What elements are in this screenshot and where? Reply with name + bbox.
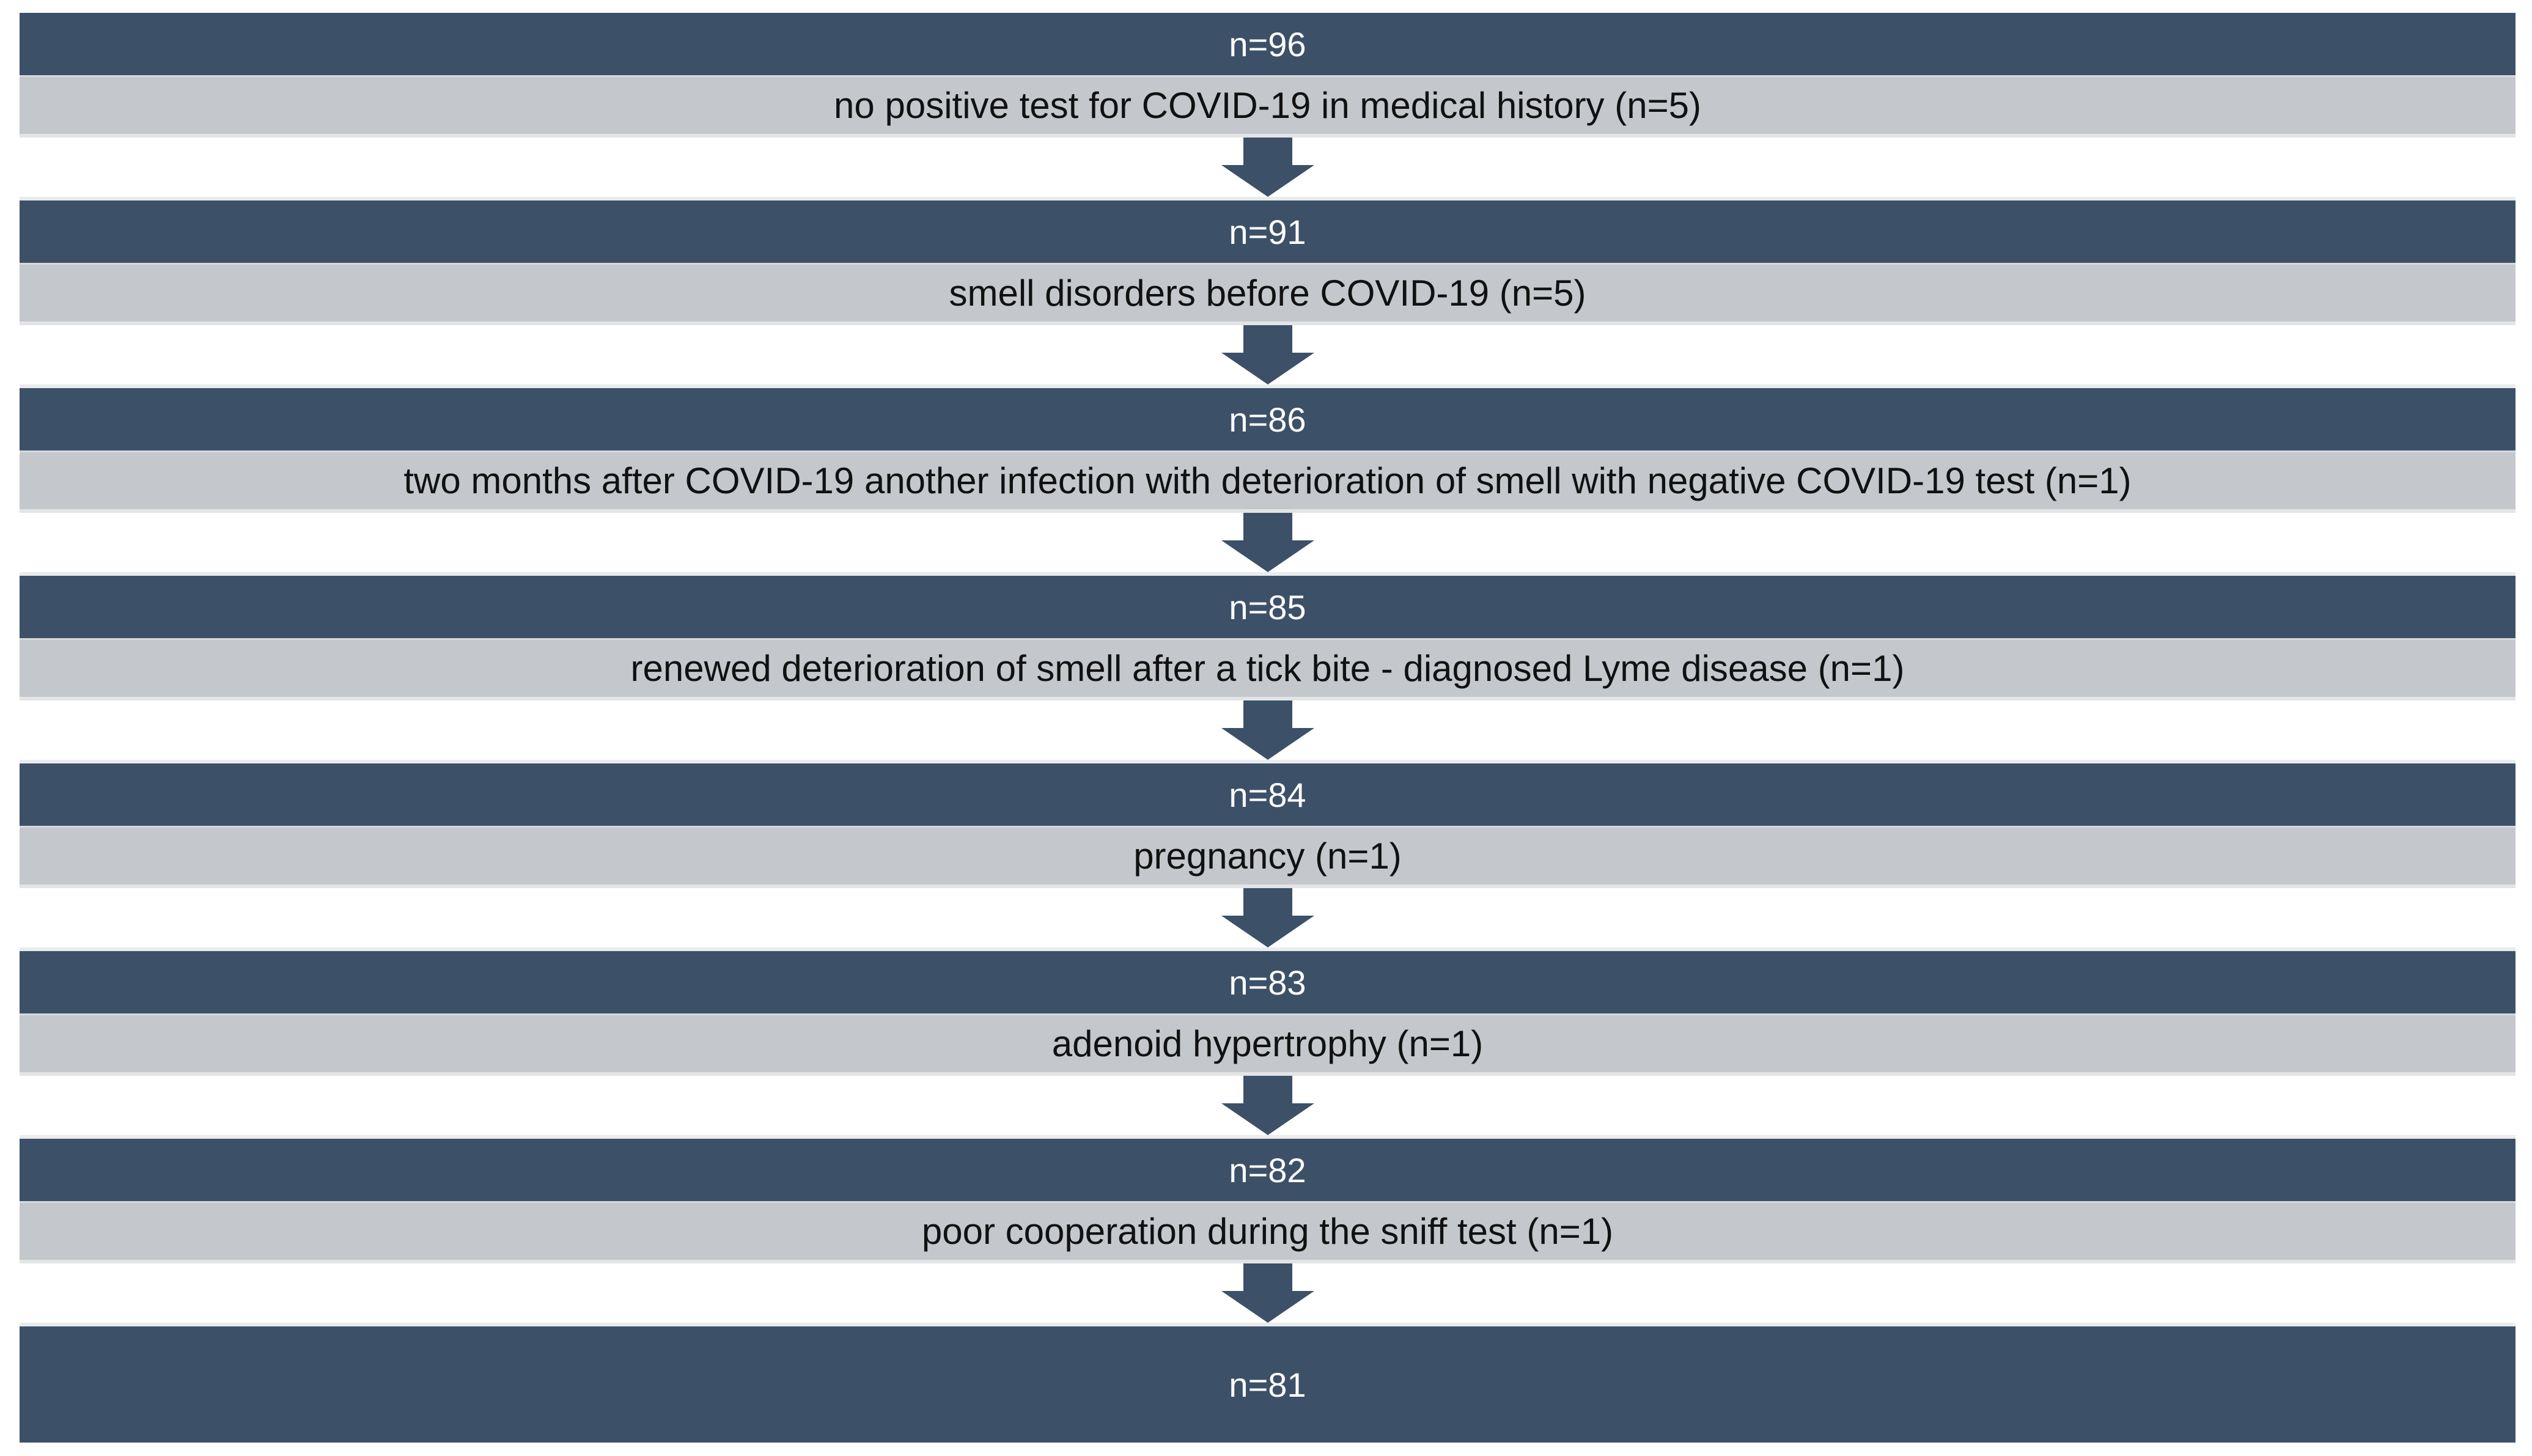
flow-step: n=85 renewed deterioration of smell afte… bbox=[0, 576, 2532, 763]
exclusion-label: no positive test for COVID-19 in medical… bbox=[834, 85, 1701, 126]
down-arrow-stem bbox=[1243, 513, 1292, 540]
down-arrow-stem bbox=[1243, 1263, 1292, 1291]
flow-step: n=83 adenoid hypertrophy (n=1) bbox=[0, 951, 2532, 1139]
exclusion-bar: renewed deterioration of smell after a t… bbox=[20, 638, 2515, 700]
down-arrow-icon bbox=[1221, 700, 1314, 760]
arrow-zone bbox=[20, 888, 2515, 951]
arrow-zone bbox=[20, 700, 2515, 763]
count-label: n=96 bbox=[1229, 24, 1306, 64]
flow-step: n=84 pregnancy (n=1) bbox=[0, 763, 2532, 951]
down-arrow-head bbox=[1221, 728, 1314, 760]
exclusion-label: two months after COVID-19 another infect… bbox=[403, 460, 2132, 501]
count-label: n=86 bbox=[1229, 400, 1306, 439]
exclusion-bar: adenoid hypertrophy (n=1) bbox=[20, 1013, 2515, 1076]
count-bar: n=91 bbox=[20, 200, 2515, 263]
arrow-zone bbox=[20, 1263, 2515, 1326]
down-arrow-head bbox=[1221, 1291, 1314, 1323]
down-arrow-stem bbox=[1243, 138, 1292, 165]
down-arrow-icon bbox=[1221, 888, 1314, 947]
down-arrow-stem bbox=[1243, 888, 1292, 916]
count-bar: n=85 bbox=[20, 576, 2515, 638]
down-arrow-icon bbox=[1221, 138, 1314, 197]
down-arrow-head bbox=[1221, 165, 1314, 197]
flow-step: n=82 poor cooperation during the sniff t… bbox=[0, 1139, 2532, 1326]
exclusion-label: renewed deterioration of smell after a t… bbox=[630, 648, 1905, 689]
exclusion-bar: no positive test for COVID-19 in medical… bbox=[20, 75, 2515, 138]
exclusion-bar: poor cooperation during the sniff test (… bbox=[20, 1201, 2515, 1263]
exclusion-bar: two months after COVID-19 another infect… bbox=[20, 450, 2515, 513]
flow-step: n=86 two months after COVID-19 another i… bbox=[0, 388, 2532, 576]
count-bar: n=96 bbox=[20, 13, 2515, 75]
exclusion-label: smell disorders before COVID-19 (n=5) bbox=[949, 273, 1586, 314]
exclusion-label: poor cooperation during the sniff test (… bbox=[921, 1211, 1614, 1252]
down-arrow-head bbox=[1221, 1103, 1314, 1135]
down-arrow-icon bbox=[1221, 325, 1314, 384]
flow-step: n=91 smell disorders before COVID-19 (n=… bbox=[0, 200, 2532, 388]
count-label: n=85 bbox=[1229, 587, 1306, 627]
flow-step: n=96 no positive test for COVID-19 in me… bbox=[0, 13, 2532, 200]
down-arrow-stem bbox=[1243, 700, 1292, 728]
final-count-bar: n=81 bbox=[20, 1326, 2515, 1443]
count-bar: n=83 bbox=[20, 951, 2515, 1013]
down-arrow-head bbox=[1221, 353, 1314, 384]
arrow-zone bbox=[20, 138, 2515, 200]
flow-steps-container: n=96 no positive test for COVID-19 in me… bbox=[0, 13, 2532, 1326]
exclusion-label: pregnancy (n=1) bbox=[1133, 836, 1402, 877]
count-label: n=84 bbox=[1229, 775, 1306, 814]
count-bar: n=84 bbox=[20, 763, 2515, 826]
arrow-zone bbox=[20, 1076, 2515, 1139]
down-arrow-icon bbox=[1221, 1076, 1314, 1135]
count-label: n=82 bbox=[1229, 1150, 1306, 1189]
arrow-zone bbox=[20, 325, 2515, 388]
count-bar: n=86 bbox=[20, 388, 2515, 450]
down-arrow-icon bbox=[1221, 513, 1314, 572]
count-label: n=83 bbox=[1229, 963, 1306, 1002]
down-arrow-stem bbox=[1243, 325, 1292, 353]
final-count-label: n=81 bbox=[1229, 1365, 1306, 1404]
count-label: n=91 bbox=[1229, 212, 1306, 251]
count-bar: n=82 bbox=[20, 1139, 2515, 1201]
exclusion-bar: pregnancy (n=1) bbox=[20, 826, 2515, 888]
down-arrow-head bbox=[1221, 916, 1314, 947]
exclusion-bar: smell disorders before COVID-19 (n=5) bbox=[20, 263, 2515, 325]
down-arrow-icon bbox=[1221, 1263, 1314, 1323]
exclusion-label: adenoid hypertrophy (n=1) bbox=[1051, 1023, 1484, 1064]
arrow-zone bbox=[20, 513, 2515, 576]
down-arrow-head bbox=[1221, 540, 1314, 572]
down-arrow-stem bbox=[1243, 1076, 1292, 1103]
